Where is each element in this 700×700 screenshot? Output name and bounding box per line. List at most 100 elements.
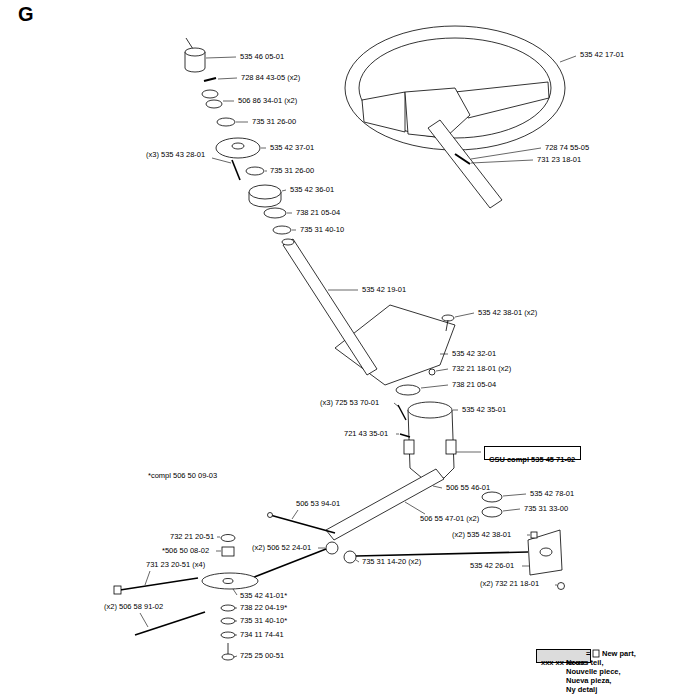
- ring: [396, 385, 420, 395]
- csu-port: [446, 440, 456, 454]
- part-number: 506 55 47-01 (x2): [420, 514, 479, 524]
- pitman-arm: [202, 573, 258, 589]
- part-number: 535 42 38-01 (x2): [478, 308, 537, 318]
- part-number: 728 84 43-05 (x2): [241, 73, 300, 83]
- legend-text: =: [586, 649, 590, 659]
- washer: [206, 100, 222, 108]
- section-letter: G: [18, 2, 34, 26]
- stud: [135, 612, 205, 635]
- part-number: (x3) 725 53 70-01: [320, 398, 379, 408]
- ring: [482, 507, 502, 517]
- part-number: 738 21 05-04: [452, 380, 496, 390]
- part-number: 506 53 94-01: [296, 499, 340, 509]
- csu-top: [408, 402, 452, 418]
- part-number: 535 42 36-01: [290, 185, 334, 195]
- ring: [482, 492, 502, 502]
- dish: [216, 138, 260, 158]
- pin: [400, 434, 410, 437]
- legend-text: Nueva pieza,: [566, 676, 611, 686]
- nut: [429, 369, 435, 375]
- dish-hole: [232, 143, 244, 149]
- part-number: 735 31 40-10*: [240, 616, 287, 626]
- part-number: (x2) 506 58 91-02: [104, 602, 163, 612]
- part-number: 738 22 04-19*: [240, 603, 287, 613]
- tie-rod: [252, 549, 326, 578]
- hydraulic-ram: [326, 469, 444, 540]
- ring: [246, 167, 264, 175]
- bearing: [264, 208, 286, 218]
- wheel-rim: [345, 26, 565, 150]
- bolt-head: [222, 654, 234, 660]
- rod: [270, 515, 335, 533]
- part-number: 735 31 26-00: [252, 117, 296, 127]
- column-tube: [283, 239, 377, 375]
- ring: [217, 118, 235, 126]
- cap-top: [185, 48, 205, 56]
- part-number: *506 50 08-02: [162, 546, 209, 556]
- ball-joint: [326, 542, 338, 554]
- ball-joint: [344, 551, 356, 563]
- part-number: *compl 506 50 09-03: [148, 471, 217, 481]
- ring: [273, 226, 291, 234]
- nut: [558, 583, 565, 590]
- arm-hole: [223, 579, 233, 584]
- part-number: 535 42 26-01: [470, 561, 514, 571]
- cap-arrow: [186, 38, 193, 49]
- bolt-head: [531, 532, 537, 538]
- legend-square: [593, 650, 599, 657]
- legend-text: New part,: [602, 649, 636, 659]
- part-number: (x3) 535 43 28-01: [146, 150, 205, 160]
- part-number: 535 42 17-01: [580, 50, 624, 60]
- nut: [221, 535, 235, 542]
- washer: [202, 90, 218, 98]
- leader-lines: [140, 56, 576, 657]
- part-number: 735 31 26-00: [270, 166, 314, 176]
- bolt: [228, 643, 229, 655]
- pin: [204, 78, 216, 81]
- part-number: 535 42 78-01: [530, 489, 574, 499]
- tie-rod: [356, 552, 528, 556]
- part-number: 506 55 46-01: [446, 483, 490, 493]
- bracket: [528, 530, 562, 575]
- bolt: [446, 320, 448, 331]
- part-number: (x2) 732 21 18-01: [480, 579, 539, 589]
- part-number: 535 42 19-01: [362, 285, 406, 295]
- bolt: [120, 578, 198, 590]
- part-number: 725 25 00-51: [240, 651, 284, 661]
- part-number: 535 42 37-01: [270, 143, 314, 153]
- part-number: 735 31 33-00: [524, 504, 568, 514]
- part-number: 731 23 20-51 (x4): [146, 560, 205, 570]
- bushing: [222, 547, 234, 556]
- part-number: 506 86 34-01 (x2): [238, 96, 297, 106]
- node-text: CSU compl 535 45 71-02: [489, 455, 575, 465]
- legend-text: Neues teil,: [566, 658, 604, 668]
- bracket-hole: [540, 548, 552, 556]
- wheel-shaft: [428, 120, 502, 208]
- washer: [221, 632, 235, 638]
- part-number: 732 21 18-01 (x2): [452, 364, 511, 374]
- assembly-box: CSU compl 535 45 71-02: [484, 446, 581, 460]
- part-number: 535 42 32-01: [452, 349, 496, 359]
- part-number: 535 42 35-01: [462, 405, 506, 415]
- part-number: 735 31 40-10: [300, 225, 344, 235]
- part-number: 535 46 05-01: [240, 52, 284, 62]
- legend-text: Nouvelle piece,: [566, 667, 621, 677]
- pin: [232, 160, 240, 180]
- bolt-head: [114, 586, 121, 594]
- wheel-spoke: [362, 92, 405, 132]
- part-number: (x2) 535 42 38-01: [452, 530, 511, 540]
- part-number: 735 31 14-20 (x2): [362, 557, 421, 567]
- part-number: 738 21 05-04: [296, 208, 340, 218]
- bolt: [398, 405, 406, 420]
- washer: [221, 618, 235, 624]
- csu-port: [404, 440, 414, 454]
- part-number: 732 21 20-51: [170, 532, 214, 542]
- legend-text: Ny detalj: [566, 685, 597, 695]
- part-number: 734 11 74-41: [240, 630, 284, 640]
- part-number: 728 74 55-05: [545, 143, 589, 153]
- roll-pin: [455, 154, 470, 164]
- rod-end: [268, 513, 273, 518]
- washer: [221, 605, 235, 611]
- part-number: 535 42 41-01*: [240, 591, 287, 601]
